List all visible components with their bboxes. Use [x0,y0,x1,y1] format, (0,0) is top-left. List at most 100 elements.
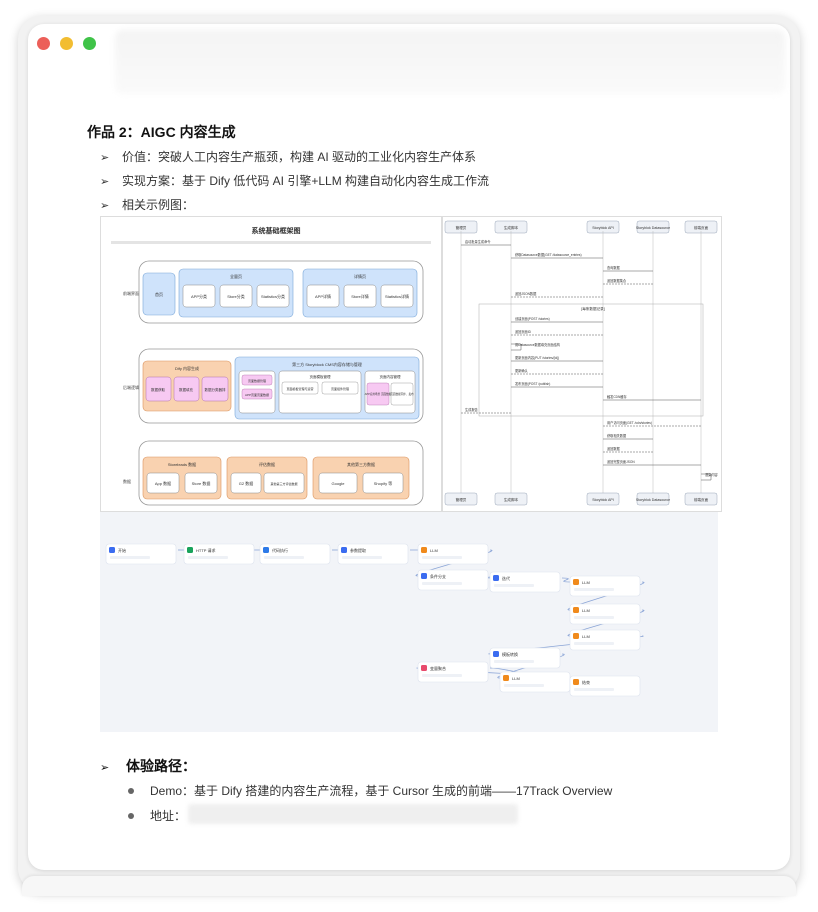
address-item: 地址： [128,807,186,824]
address-link-blurred[interactable] [188,804,518,824]
arch-item: 页面内容管理 [380,374,401,379]
arch-item: Google [332,481,346,486]
arch-group-title: 详情页 [354,273,366,279]
node-field [188,556,228,559]
actor-box [444,492,478,506]
round-bullet-icon [128,812,134,819]
arrow-bullet-icon: ➢ [100,762,110,774]
workflow-node[interactable] [259,543,331,565]
actor-label: 前端页面 [694,225,709,230]
bullet-text: 相关示例图： [122,198,195,212]
node-label: LLM [582,580,590,585]
message-label: 返回页面ID [515,329,532,334]
node-type-icon [573,579,579,585]
arch-group-title: Storeleads 数据 [168,461,196,467]
message-label: 返回JSON数据 [515,291,537,296]
next-card-edge [22,876,796,896]
node-field [422,582,462,585]
node-label: 迭代 [502,575,510,581]
actor-label: Storyblok API [592,226,614,230]
actor-label: Storyblok Datasource [636,226,670,230]
actor-label: Storyblok Datasource [636,498,670,502]
workflow-node[interactable] [183,543,255,565]
arrow-bullet-icon: ➢ [100,200,110,212]
arrow-bullet-icon: ➢ [100,152,110,164]
node-field [110,556,150,559]
workflow-node[interactable] [489,647,561,669]
arch-item: 其他第三方评估数据 [270,481,297,486]
arch-item: App 数据 [155,480,171,486]
arch-item: APP详情 [315,293,331,299]
workflow-node[interactable] [337,543,409,565]
actor-label: 生成脚本 [504,497,519,502]
message-label: 更新页面内容(PUT /stories/{id}) [515,355,559,360]
demo-item: Demo：基于 Dify 搭建的内容生产流程，基于 Cursor 生成的前端——… [128,782,612,799]
node-field [504,684,544,687]
round-bullet-icon [128,787,134,794]
message-label: 更新确认 [515,368,529,373]
node-field [574,616,614,619]
node-type-icon [573,679,579,685]
node-field [342,556,382,559]
message-label: 获取相关数据 [607,433,627,438]
arch-item: 首页 [155,291,163,297]
actor-label: 前端页面 [694,497,709,502]
workflow-node[interactable] [499,671,571,693]
bullet-examples: ➢ 相关示例图： [100,196,194,213]
arch-item: Store详情 [351,293,369,299]
arch-item: Shopify 等 [374,480,392,486]
arch-item: Statistics详情 [385,293,409,299]
workflow-node[interactable] [489,571,561,593]
workflow-node[interactable] [417,569,489,591]
row-label-backend: 后端逻辑 [123,384,139,390]
workflow-node[interactable] [417,543,489,565]
workflow-node[interactable] [569,603,641,625]
node-type-icon [573,633,579,639]
node-label: LLM [430,548,438,553]
actor-label: 管理员 [456,497,467,502]
actor-label: 生成脚本 [504,225,519,230]
arch-group-title: 其他第三方数据 [347,461,375,467]
arch-item: 数据填充 [179,387,193,392]
actor-box [684,492,718,506]
blurred-header [115,30,785,94]
node-label: 变量聚合 [430,665,446,671]
message-label: 查询数据 [607,265,621,270]
actor-label: Storyblok API [592,498,614,502]
maximize-window-icon[interactable] [83,37,96,50]
close-window-icon[interactable] [37,37,50,50]
node-type-icon [493,575,499,581]
arch-item: Statistics分类 [261,293,285,299]
node-label: 参数提取 [350,547,366,553]
node-type-icon [421,665,427,671]
workflow-node[interactable] [569,575,641,597]
node-label: 结束 [582,679,590,685]
workflow-node[interactable] [569,675,641,697]
row-label-data: 数据 [123,478,131,484]
bullet-solution: ➢实现方案：基于 Dify 低代码 AI 引擎+LLM 构建自动化内容生成工作流 [100,172,489,189]
message-label: 用Datasource数据填充页面结构 [515,342,560,347]
arch-item: 数据获取 [151,387,165,392]
arch-item: G2 数据 [239,480,253,486]
arch-group-title: 全量页 [230,273,242,279]
arch-item: 页面数据同步、发布 [390,392,414,396]
demo-text: Demo：基于 Dify 搭建的内容生产流程，基于 Cursor 生成的前端——… [150,784,613,798]
arch-item: 页面模板管理 [310,374,331,379]
node-field [264,556,304,559]
message-label: 启动批量生成命令 [465,239,491,244]
actor-label: 管理员 [456,225,467,230]
flow-edge [561,577,571,583]
node-field [422,556,462,559]
architecture-title: 系统基础框架图 [252,226,301,235]
minimize-window-icon[interactable] [60,37,73,50]
actor-box [586,492,620,506]
workflow-node[interactable] [105,543,177,565]
workflow-node[interactable] [569,629,641,651]
actor-box [636,492,670,506]
node-label: 条件分支 [430,573,446,579]
workflow-node[interactable] [417,661,489,683]
node-type-icon [493,651,499,657]
node-type-icon [421,573,427,579]
experience-title-text: 体验路径： [126,758,196,774]
